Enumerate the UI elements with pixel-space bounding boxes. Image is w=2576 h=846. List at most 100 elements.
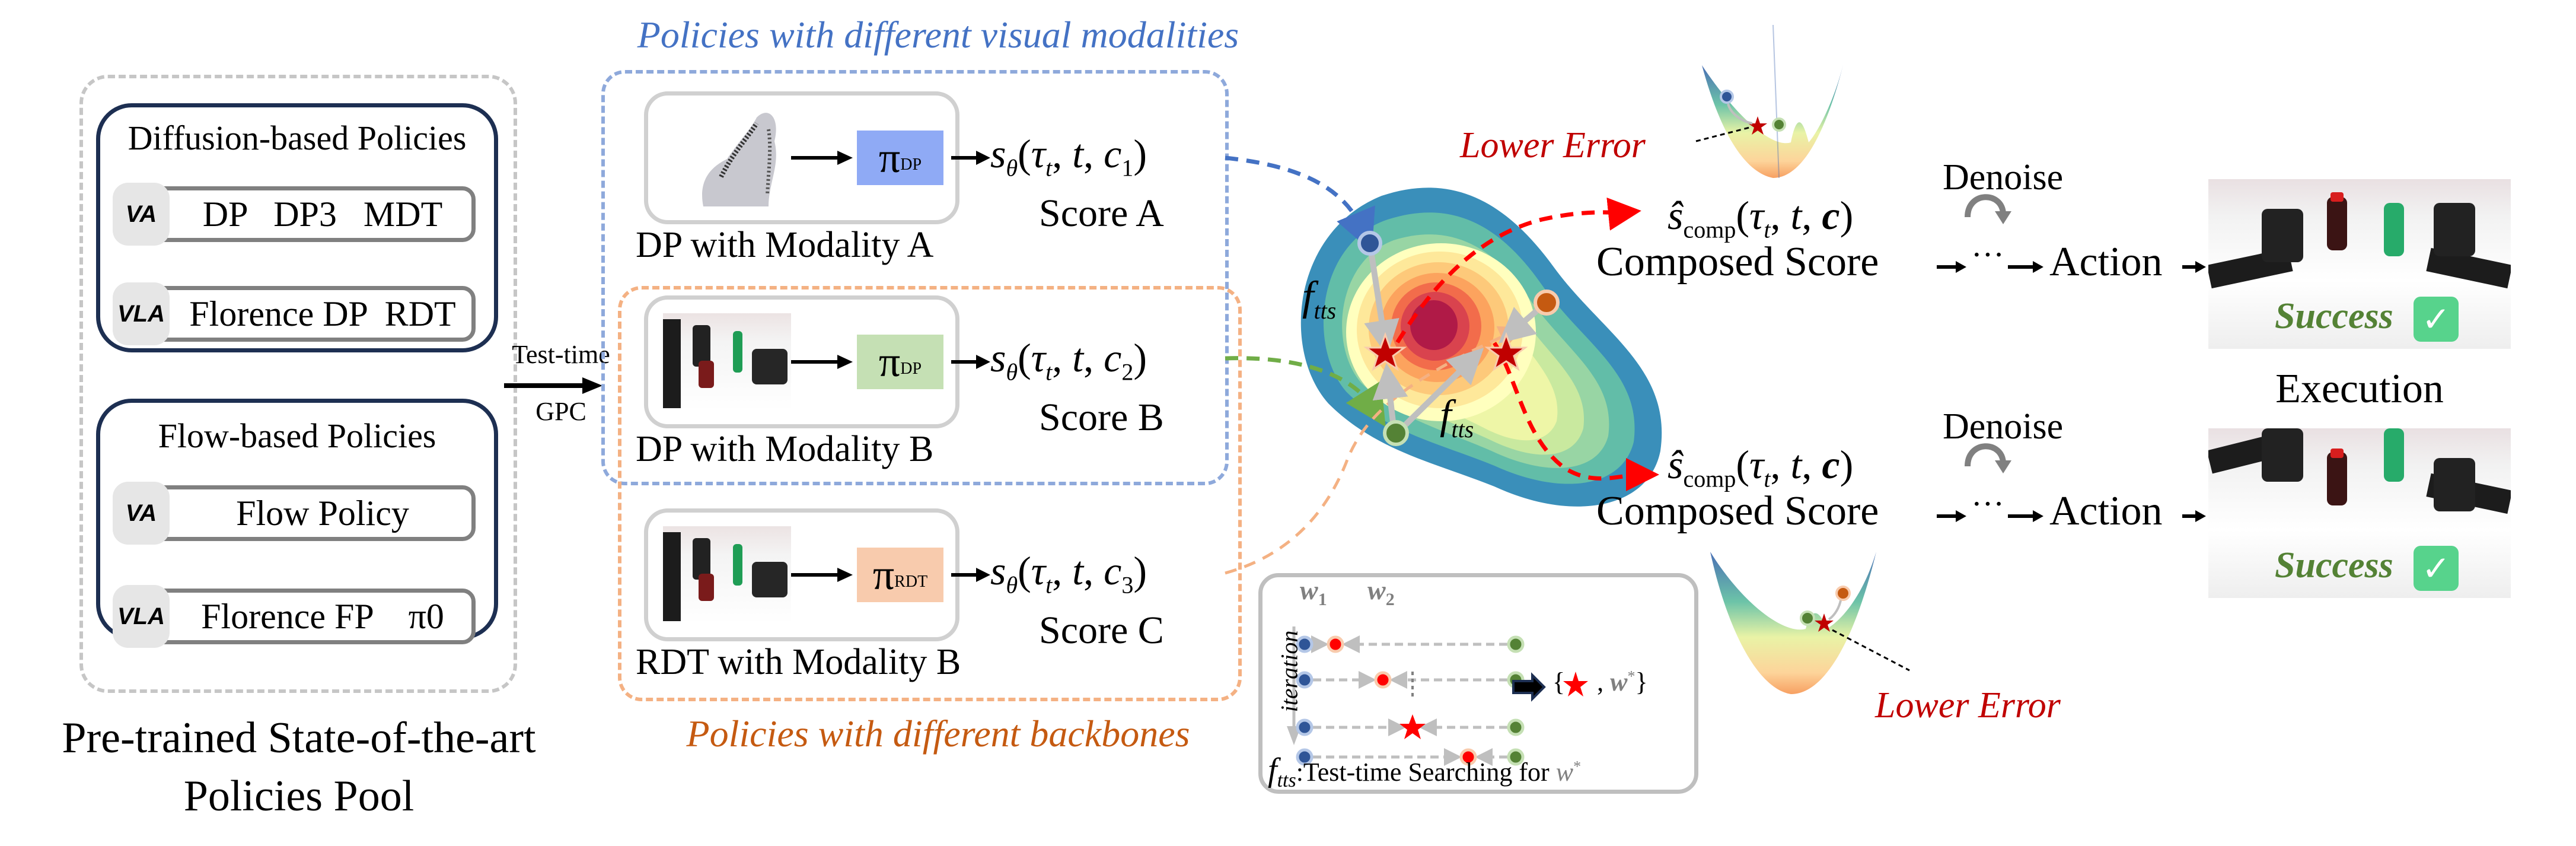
weight-start-node: [1296, 671, 1313, 689]
score-b-link: [1225, 356, 1386, 427]
policy-name: DP with Modality A: [636, 225, 934, 265]
weight-candidate-node: [1374, 671, 1392, 689]
weight-candidate-node: [1459, 748, 1477, 766]
composed-score-label: Composed Score: [1596, 488, 1879, 534]
point-cloud-input-image: [702, 113, 776, 206]
error-bowl-top: [1695, 24, 1843, 179]
weight-start-node: [1296, 635, 1313, 653]
row-pill: [139, 485, 476, 541]
rgb-input-image: [663, 313, 791, 411]
tts-arrow: [1498, 306, 1542, 344]
diffusion-vla-row[interactable]: VLA Florence DP RDT: [113, 282, 476, 345]
score-label: Score C: [1039, 609, 1164, 652]
row-pill: [139, 186, 476, 242]
visual-modalities-title: Policies with different visual modalitie…: [637, 14, 1239, 56]
rgb-input-image: [663, 526, 791, 624]
tts-caption: ftts:Test-time Searching for w*: [1268, 752, 1582, 791]
weight-start-node: [1296, 718, 1313, 736]
tts-result-star-icon: [1563, 672, 1588, 696]
composed-score-formula: ŝcomp(τt, t, c): [1668, 442, 1854, 492]
score-c-link: [1225, 326, 1523, 575]
execution-photo: [2208, 428, 2511, 598]
row-pill: [139, 589, 476, 644]
weight-end-node: [1507, 635, 1525, 653]
pool-caption-line1: Pre-trained State-of-the-art: [62, 714, 536, 762]
row-pill: [139, 286, 476, 342]
denoise-label: Denoise: [1943, 157, 2064, 198]
weight-end-node: [1507, 718, 1525, 736]
va-tag: VA: [113, 482, 170, 545]
tts-iteration-row: [1296, 714, 1525, 739]
policy-name: RDT with Modality B: [636, 642, 961, 682]
action-label: Action: [2049, 239, 2163, 285]
flow-va-models: Flow Policy: [236, 493, 409, 533]
backbones-title: Policies with different backbones: [686, 713, 1190, 755]
tts-diagram: [1287, 626, 1588, 766]
score-a-link: [1225, 155, 1375, 252]
error-bowl-bottom: [1710, 552, 1910, 694]
tts-iteration-row: [1296, 748, 1525, 766]
w1-label: w1: [1300, 575, 1327, 610]
flow-group-title: Flow-based Policies: [158, 416, 436, 455]
vla-tag: VLA: [113, 585, 170, 648]
diffusion-group-title: Diffusion-based Policies: [127, 119, 467, 157]
success-check-icon: ✓: [2414, 546, 2459, 591]
policy-name: DP with Modality B: [636, 429, 934, 469]
backbones-group: [618, 286, 1242, 701]
score-label: Score A: [1039, 192, 1164, 235]
execution-photo: [2208, 179, 2511, 349]
pipeline-arrows-top: [1937, 261, 2206, 273]
policy-b-node: [1383, 420, 1409, 446]
policy-c-node: [1534, 290, 1560, 316]
tts-arrow: [1401, 347, 1484, 430]
denoise-arrow-top-icon: [1965, 194, 2011, 224]
action-label: Action: [2049, 488, 2163, 534]
ftts-label-lower: ftts: [1440, 392, 1474, 443]
visual-modalities-group: [601, 70, 1229, 485]
score-function: sθ(τt, t, c1): [990, 131, 1147, 182]
success-label: Success: [2275, 296, 2393, 336]
optimum-star-icon: [1363, 332, 1407, 371]
lower-error-label-top: Lower Error: [1460, 125, 1646, 166]
score-function: sθ(τt, t, c2): [990, 335, 1147, 386]
flow-va-row[interactable]: VA Flow Policy: [113, 482, 476, 545]
score-label: Score B: [1039, 396, 1164, 439]
composed-score-arrow-top: [1384, 197, 1641, 362]
denoise-label: Denoise: [1943, 406, 2064, 447]
input-to-policy-arrow: [791, 151, 853, 165]
vla-tag: VLA: [113, 282, 170, 345]
pipeline-arrows-bottom: [1937, 510, 2206, 522]
ftts-label-upper: ftts: [1302, 273, 1337, 324]
w2-label: w2: [1367, 575, 1395, 610]
policy-to-score-arrow: [951, 355, 990, 369]
score-function: sθ(τt, t, c3): [990, 548, 1147, 599]
best-weight-star-icon: [1399, 714, 1426, 739]
pool-caption-line2: Policies Pool: [183, 771, 415, 820]
denoise-arrow-bottom-icon: [1965, 443, 2011, 473]
composed-score-arrow-bottom: [1493, 342, 1659, 492]
flow-vla-models: Florence FP π0: [201, 596, 444, 636]
denoise-steps-ellipsis: ···: [1971, 237, 2004, 273]
diffusion-va-row[interactable]: VA DP DP3 MDT: [113, 183, 476, 246]
tts-iteration-row: [1296, 671, 1525, 689]
execution-label: Execution: [2275, 366, 2444, 412]
flow-vla-row[interactable]: VLA Florence FP π0: [113, 585, 476, 648]
va-tag: VA: [113, 183, 170, 246]
test-time-label: Test-time: [512, 340, 610, 369]
gpc-label: GPC: [535, 397, 586, 426]
success-label: Success: [2275, 545, 2393, 586]
policy-to-score-arrow: [951, 151, 990, 165]
tts-iteration-row: [1296, 635, 1525, 653]
policy-a-node: [1357, 231, 1382, 256]
tts-arrow: [1364, 243, 1399, 356]
composed-score-label: Composed Score: [1596, 239, 1879, 285]
weight-candidate-node: [1327, 635, 1344, 653]
input-to-policy-arrow: [791, 568, 853, 582]
test-time-gpc-arrow: [504, 377, 602, 394]
denoise-steps-ellipsis: ···: [1971, 486, 2004, 523]
input-to-policy-arrow: [791, 355, 853, 369]
weight-end-node: [1507, 748, 1525, 766]
